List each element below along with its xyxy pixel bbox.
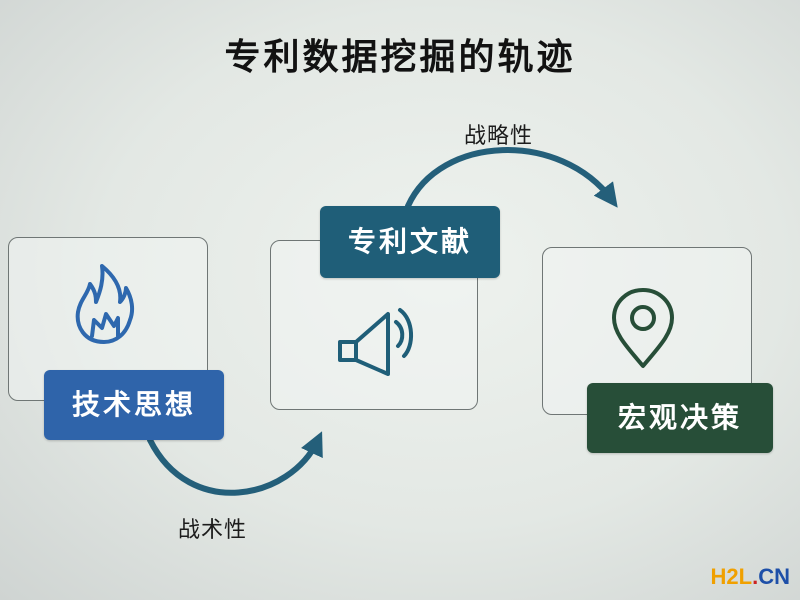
label-macro-decision: 宏观决策 [587, 383, 773, 453]
strategic-label: 战略性 [464, 124, 534, 149]
label-patent-literature: 专利文献 [320, 206, 500, 278]
label-tech-thought: 技术思想 [44, 370, 224, 440]
page-title: 专利数据挖掘的轨迹 [224, 37, 576, 78]
tactical-label: 战术性 [178, 518, 248, 543]
flame-icon [75, 264, 135, 344]
speaker-icon [338, 308, 413, 376]
watermark-logo: H2L.CN [710, 564, 791, 589]
tactical-arrow [147, 431, 323, 496]
strategic-arrow [405, 147, 618, 209]
location-icon [612, 288, 674, 368]
